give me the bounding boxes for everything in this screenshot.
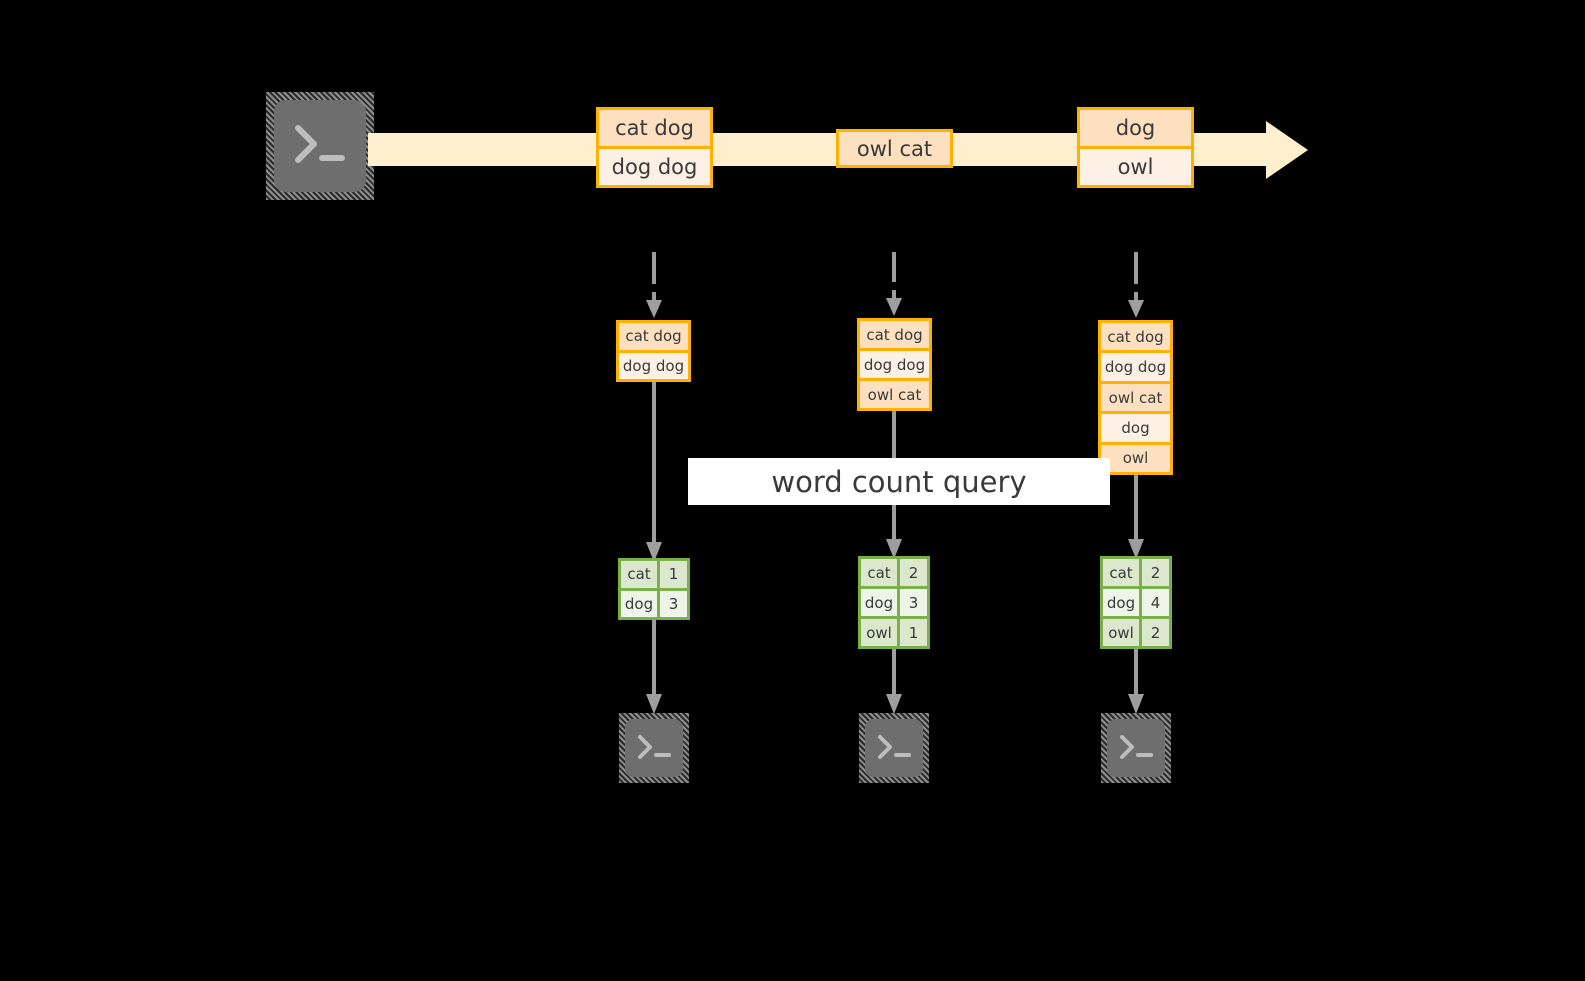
terminal-prompt-glyph [878,735,911,759]
stream-record-row: owl [1080,146,1191,185]
input-table-row: dog [1101,411,1170,442]
result-value: 4 [1139,589,1169,616]
input-table-row: dog dog [860,348,929,378]
sink-terminal-icon-column-1 [619,713,689,783]
sink-terminal-icon-column-3 [1101,713,1171,783]
source-terminal-icon [266,92,374,200]
stream-record-row: dog [1080,110,1191,146]
terminal-face [865,719,923,777]
result-table-column-2: cat 2 dog 3 owl 1 [858,556,930,649]
input-table-column-1: cat dog dog dog [616,320,691,382]
input-table-row: owl cat [1101,380,1170,412]
result-table-row: cat 2 [861,559,927,586]
terminal-prompt-glyph [295,125,345,163]
stream-record-row: dog dog [599,146,710,185]
result-key: owl [1103,619,1139,646]
connector-result-to-sink-1 [646,620,662,714]
result-value: 2 [1139,619,1169,646]
stream-arrow-right-icon [1266,121,1308,179]
result-value: 3 [897,589,927,616]
result-table-row: dog 3 [861,586,927,616]
result-key: cat [1103,559,1139,586]
result-table-column-1: cat 1 dog 3 [618,558,690,620]
result-key: owl [861,619,897,646]
result-value: 2 [1139,559,1169,586]
stream-record-2: owl cat [836,129,953,168]
stream-record-row: cat dog [599,110,710,146]
stream-record-3: dog owl [1077,107,1194,188]
sink-terminal-icon-column-2 [859,713,929,783]
input-table-row: cat dog [860,321,929,348]
result-key: cat [861,559,897,586]
input-table-row: owl [1101,441,1170,473]
input-table-row: dog dog [619,349,688,379]
input-table-column-2: cat dog dog dog owl cat [857,318,932,411]
result-value: 2 [897,559,927,586]
result-table-row: dog 3 [621,587,687,617]
result-table-column-3: cat 2 dog 4 owl 2 [1100,556,1172,649]
terminal-prompt-glyph [1120,735,1153,759]
result-key: dog [1103,589,1139,616]
input-table-row: dog dog [1101,350,1170,381]
stream-record-1: cat dog dog dog [596,107,713,188]
terminal-face [625,719,683,777]
result-value: 1 [657,561,687,588]
result-value: 1 [897,619,927,646]
result-key: dog [621,590,657,617]
connector-table-to-result-3 [1128,475,1144,559]
connector-stream-to-table-2 [886,252,902,316]
result-table-row: cat 2 [1103,559,1169,586]
result-table-row: owl 1 [861,616,927,646]
result-value: 3 [657,590,687,617]
connector-result-to-sink-2 [886,649,902,714]
terminal-face [1107,719,1165,777]
input-table-row: cat dog [1101,323,1170,351]
terminal-face [274,100,366,192]
connector-table-to-result-1 [646,382,662,562]
input-table-row: cat dog [619,323,688,350]
result-key: dog [861,589,897,616]
result-key: cat [621,561,657,588]
result-table-row: cat 1 [621,561,687,588]
connector-stream-to-table-3 [1128,252,1144,318]
connector-result-to-sink-3 [1128,649,1144,714]
result-table-row: dog 4 [1103,586,1169,616]
input-table-row: owl cat [860,378,929,408]
connector-stream-to-table-1 [646,252,662,318]
query-banner: word count query [688,458,1110,505]
stream-record-row: owl cat [839,132,950,165]
terminal-prompt-glyph [638,735,671,759]
input-table-column-3: cat dog dog dog owl cat dog owl [1098,320,1173,475]
result-table-row: owl 2 [1103,616,1169,646]
